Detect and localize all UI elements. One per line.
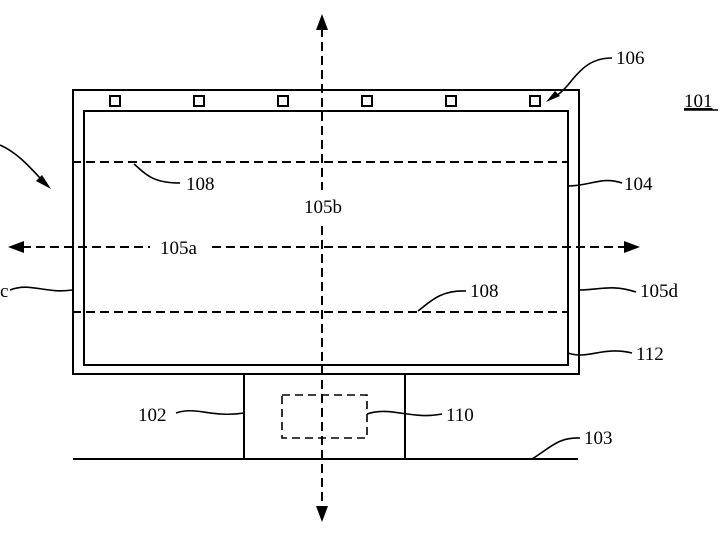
label-105d: 105d: [640, 281, 679, 302]
label-105c: c: [0, 281, 8, 302]
label-105b: 105b: [304, 197, 342, 218]
label-106: 106: [616, 48, 645, 69]
sensor-square: [529, 95, 541, 107]
leader-102: [175, 409, 245, 416]
leader-105d: [578, 287, 637, 293]
leader-108-top: [133, 163, 181, 184]
leader-112: [567, 350, 633, 356]
leader-106-arrowhead: [546, 91, 560, 102]
horizontal-axis-arrowhead-left: [8, 241, 24, 253]
label-105a: 105a: [160, 238, 198, 259]
leader-101-arrowhead: [36, 175, 51, 189]
label-101: 101: [684, 91, 713, 112]
sensor-square: [361, 95, 373, 107]
label-108-bottom: 108: [470, 281, 499, 302]
sensor-square: [277, 95, 289, 107]
internal-component-box: [281, 394, 368, 439]
label-110: 110: [446, 405, 474, 426]
leader-105c: [9, 286, 73, 292]
leader-103: [531, 437, 581, 460]
label-104: 104: [624, 174, 653, 195]
display-outer-frame: [72, 89, 580, 375]
display-panel: [83, 110, 569, 366]
leader-101-arrow: [0, 144, 41, 179]
display-stand: [243, 374, 406, 459]
vertical-axis-arrowhead-bottom: [316, 506, 328, 522]
leader-106: [555, 57, 613, 97]
sensor-square: [193, 95, 205, 107]
leader-110: [366, 410, 443, 417]
sensor-row: [109, 95, 541, 107]
vertical-axis-arrowhead-top: [316, 14, 328, 30]
label-103: 103: [584, 428, 613, 449]
sensor-square: [445, 95, 457, 107]
label-112: 112: [636, 344, 664, 365]
leader-108-bottom: [417, 290, 467, 312]
label-102: 102: [138, 405, 167, 426]
sensor-square: [109, 95, 121, 107]
horizontal-axis-arrowhead-right: [624, 241, 640, 253]
label-108-top: 108: [186, 174, 215, 195]
leader-104: [567, 179, 623, 187]
